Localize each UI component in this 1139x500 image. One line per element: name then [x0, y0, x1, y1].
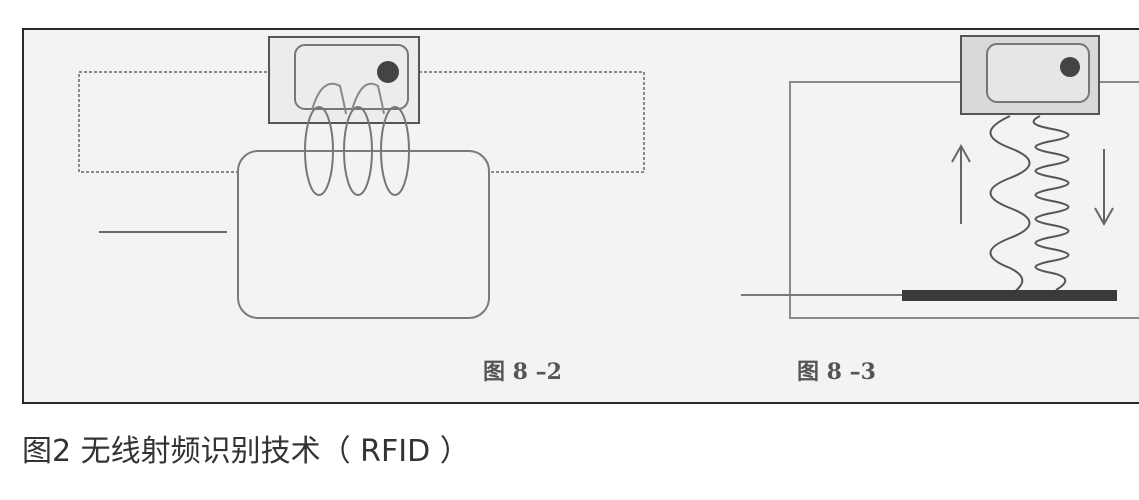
coil-top	[351, 82, 385, 115]
coil-loop	[304, 106, 334, 196]
chip-dot	[377, 61, 399, 83]
coil-top	[311, 82, 347, 115]
figure-panel: 图 8 –2 图 8 –3	[22, 28, 1139, 404]
reader-box	[237, 150, 490, 319]
coil-loop	[343, 106, 373, 196]
returning-wave	[1032, 115, 1070, 291]
figure-label-8-2: 图 8 –2	[483, 359, 562, 385]
tag-inner-right	[986, 43, 1090, 103]
rfid-diagram: 图 8 –2 图 8 –3	[22, 28, 1139, 404]
panel-frame	[22, 28, 1139, 404]
coil-loop	[380, 106, 410, 196]
figure-8-2: 图 8 –2	[78, 36, 645, 385]
figure-8-3: 图 8 –3	[741, 35, 1139, 385]
figure-label-8-3: 图 8 –3	[797, 359, 876, 385]
outgoing-wave	[989, 115, 1031, 295]
chip-dot-right	[1060, 57, 1080, 77]
up-arrow-icon	[951, 143, 971, 163]
figure-caption: 图2 无线射频识别技术（ RFID ）	[22, 434, 470, 469]
reader-antenna-bar	[902, 290, 1117, 301]
tag-housing	[268, 36, 420, 124]
down-arrow-icon	[1094, 207, 1114, 227]
